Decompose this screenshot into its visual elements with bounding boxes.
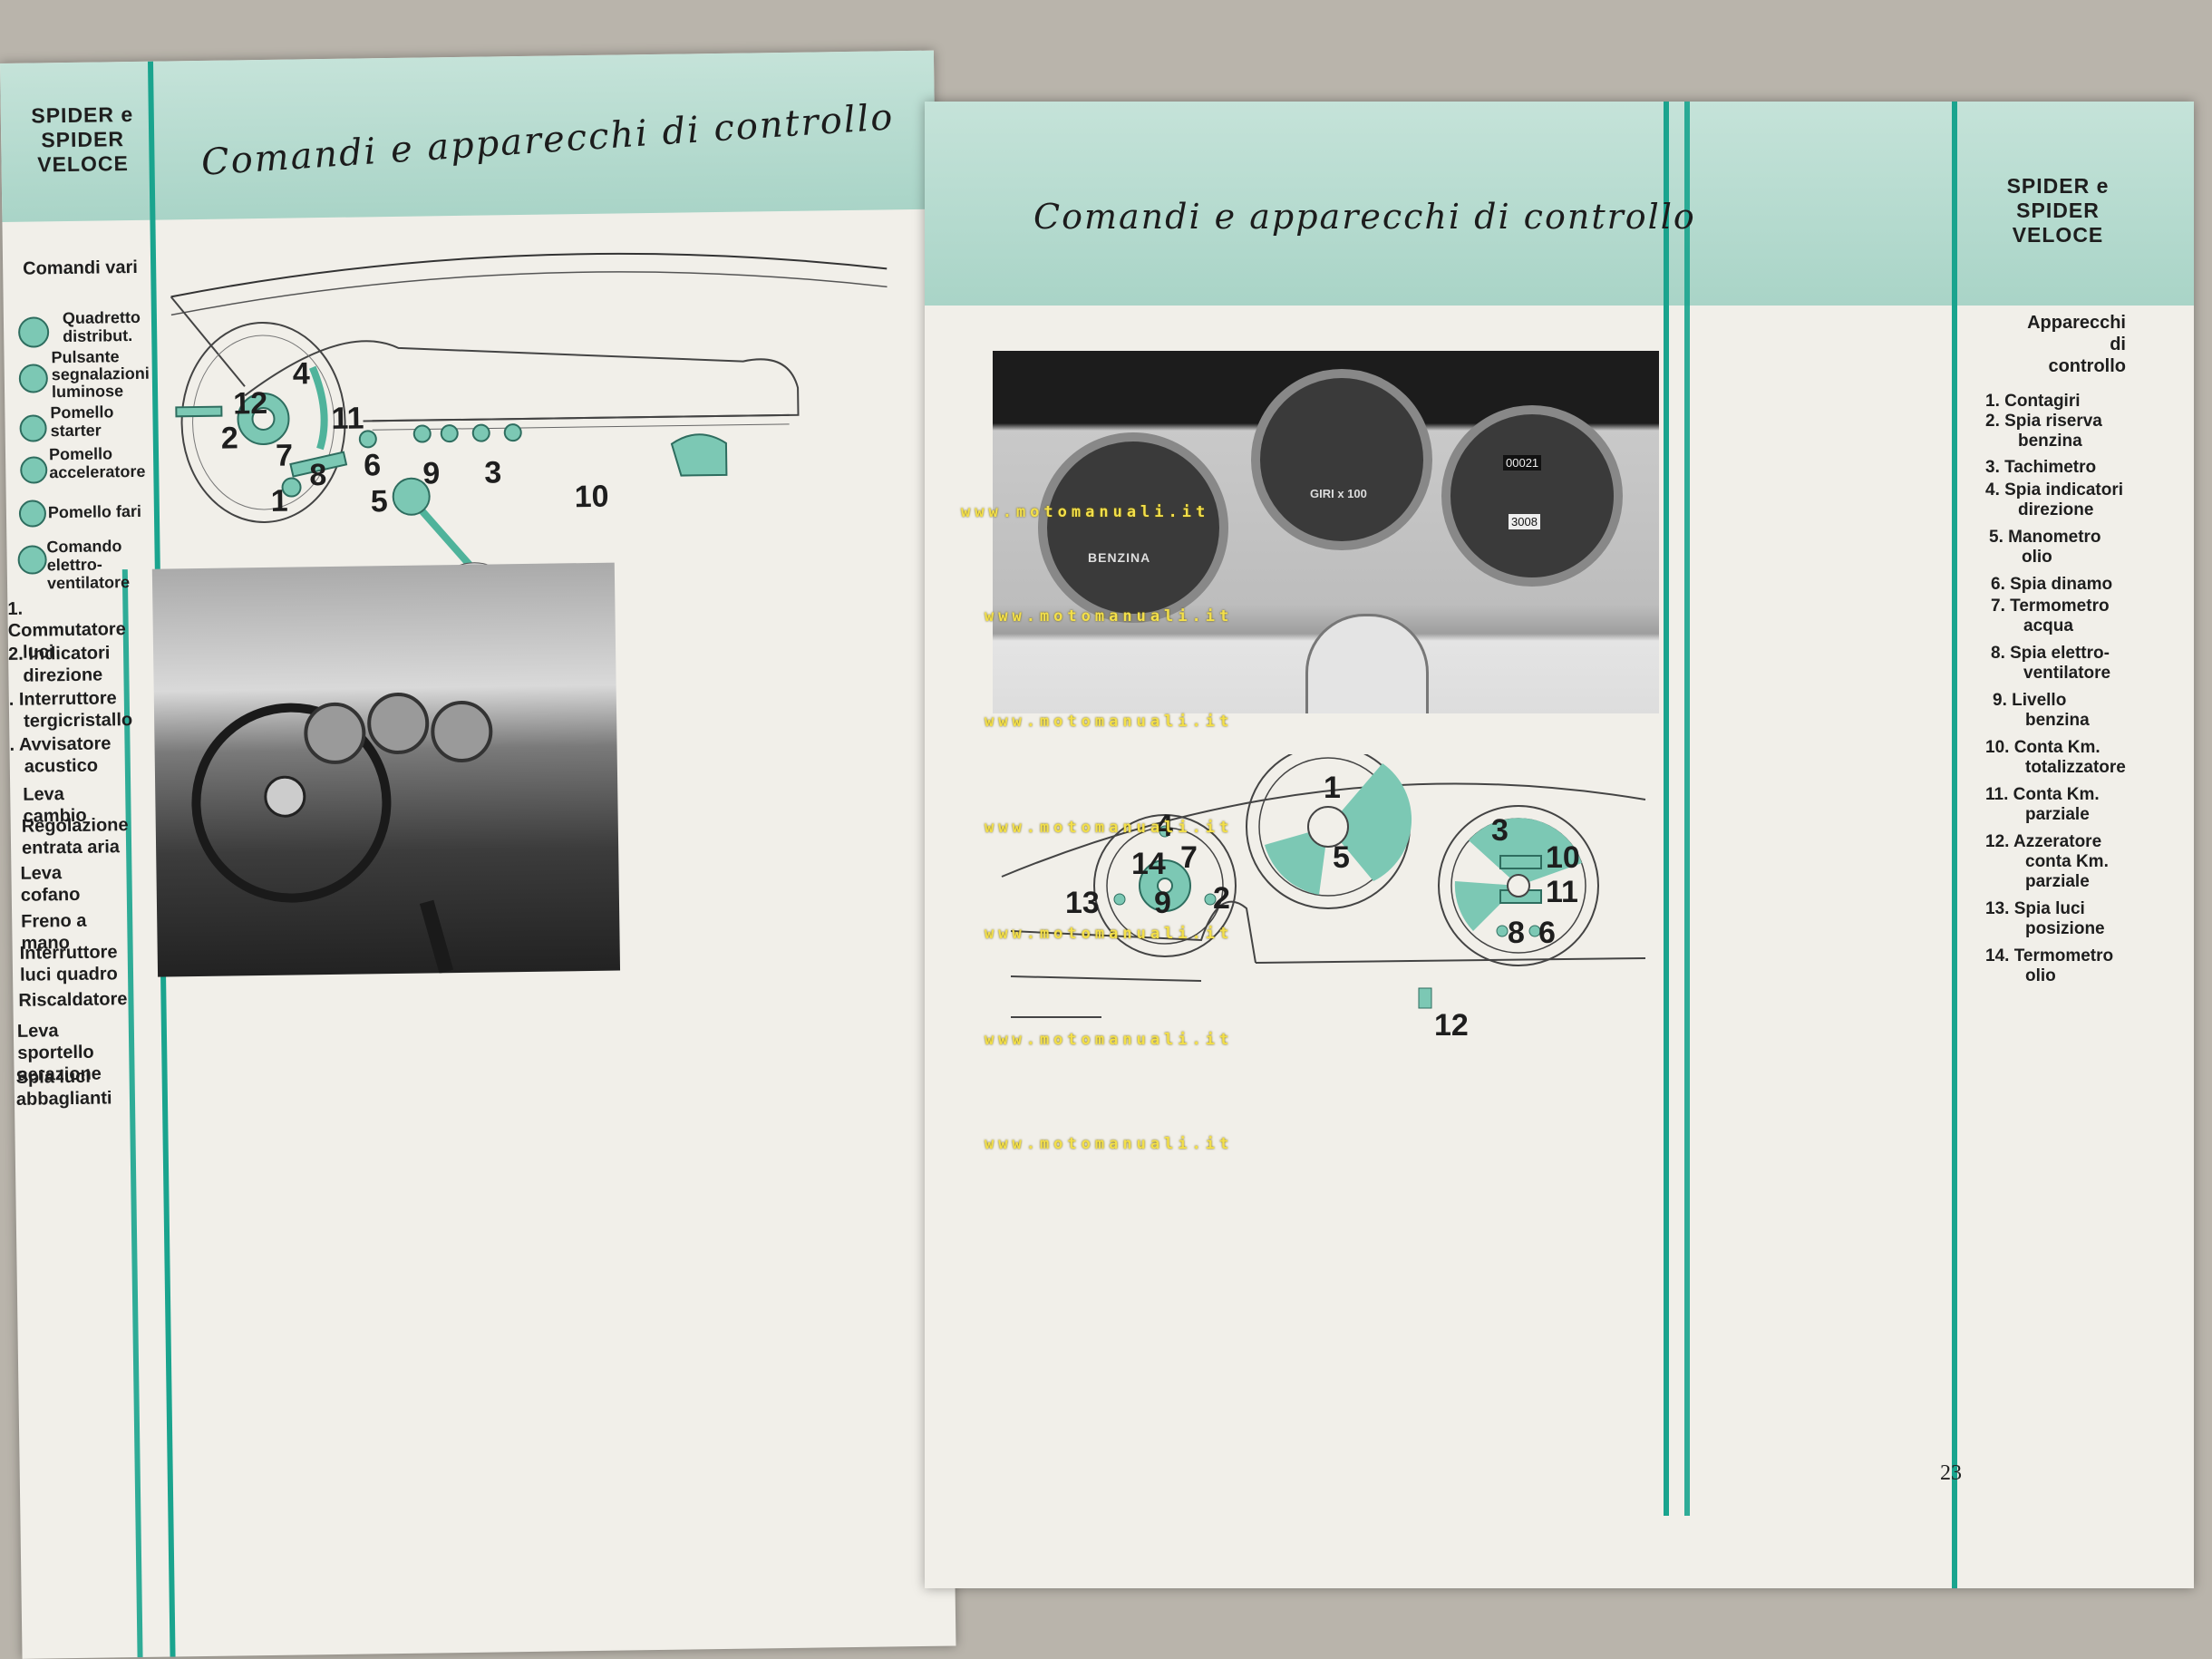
legend-item: 3. Tachimetro (1985, 458, 2097, 477)
section-heading: Comandi vari (23, 257, 139, 279)
legend-item: 1. Contagiri (1985, 392, 2081, 411)
starter-knob-icon (19, 414, 47, 442)
page-title: Comandi e apparecchi di controllo (1033, 197, 1696, 237)
callout-number: 8 (309, 458, 327, 493)
callout-number: 3 (484, 455, 502, 490)
watermark: www.motomanuali.it (985, 607, 1234, 626)
list-item: Riscaldatore (18, 989, 128, 1011)
callout-number: 3 (1491, 813, 1509, 848)
header-band (925, 102, 2194, 306)
callout-number: 11 (1546, 875, 1578, 909)
callout-number: 5 (1333, 840, 1350, 875)
callout-number: 4 (1156, 809, 1173, 843)
callout-number: 9 (422, 456, 441, 491)
gauge (366, 692, 430, 755)
rpm-gauge: GIRI x 100 (1251, 369, 1432, 550)
icon-label: Pomello fari (47, 501, 142, 522)
headlight-knob-icon (18, 500, 47, 528)
gauge-text: BENZINA (1088, 550, 1151, 565)
alfa-horn-button-icon (18, 364, 49, 393)
legend-item: 8. Spia elettro-ventilatore (1991, 644, 2111, 683)
odometer: 00021 (1503, 455, 1542, 471)
gear-lever (419, 899, 454, 975)
callout-number: 7 (1180, 840, 1198, 875)
callout-number: 10 (574, 479, 609, 515)
callout-number: 14 (1131, 847, 1166, 881)
callout-number: 9 (1154, 886, 1171, 920)
callout-number: 8 (1508, 916, 1525, 950)
legend-item: 10. Conta Km.totalizzatore (1985, 738, 2126, 777)
watermark: www.motomanuali.it (985, 819, 1234, 837)
fuel-gauge: BENZINA (1038, 432, 1228, 623)
gauge-text: GIRI x 100 (1310, 487, 1367, 500)
callout-number: 11 (331, 401, 364, 436)
callout-number: 4 (292, 356, 310, 392)
list-item: Leva cofano (20, 863, 81, 906)
instrument-photo: BENZINA GIRI x 100 00021 3008 (993, 351, 1659, 713)
dashboard-panel-icon (17, 316, 50, 348)
callout-number: 1 (1324, 771, 1341, 805)
callout-number: 6 (1538, 916, 1556, 950)
callout-number: 10 (1546, 840, 1580, 875)
gauge (430, 700, 493, 763)
callout-number: 12 (233, 385, 268, 422)
vertical-rule-lower (121, 569, 143, 1658)
callout-number: 2 (220, 421, 238, 456)
fan-control-icon (17, 545, 47, 575)
interior-photo (151, 562, 621, 977)
callout-number: 13 (1065, 886, 1100, 920)
callout-number: 12 (1434, 1008, 1469, 1043)
right-page: Comandi e apparecchi di controllo SPIDER… (925, 102, 2194, 1588)
callout-number: 1 (270, 483, 288, 519)
page-number: 23 (1940, 1461, 1962, 1485)
legend-item: 6. Spia dinamo (1991, 575, 2113, 594)
callout-number: 6 (363, 448, 382, 483)
gauge-line-drawing (1001, 754, 1646, 1018)
callout-number: 5 (370, 484, 388, 519)
watermark: www.motomanuali.it (985, 1031, 1234, 1049)
watermark: www.motomanuali.it (985, 1135, 1234, 1153)
trip-meter: 3008 (1509, 514, 1540, 529)
watermark: www.motomanuali.it (961, 503, 1210, 521)
vertical-rule (1952, 102, 1957, 1588)
vertical-rule (1664, 102, 1669, 1516)
dash-notch (1305, 614, 1429, 713)
watermark: www.motomanuali.it (985, 925, 1234, 943)
callout-number: 7 (275, 438, 294, 473)
accelerator-knob-icon (20, 456, 48, 484)
watermark: www.motomanuali.it (985, 713, 1234, 731)
vertical-rule (1684, 102, 1690, 1516)
callout-number: 2 (1213, 881, 1230, 916)
speedometer: 00021 3008 (1441, 405, 1623, 587)
legend-item: 11. Conta Km.parziale (1985, 785, 2100, 824)
